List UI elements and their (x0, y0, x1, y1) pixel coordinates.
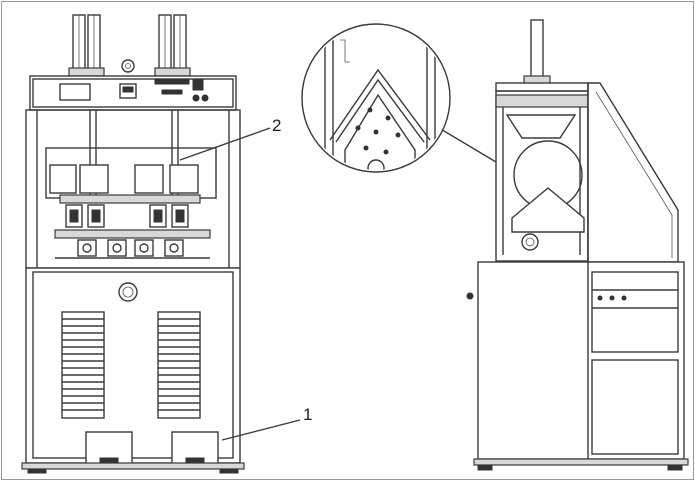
mold-units (49, 164, 211, 259)
cabinet-knob (118, 282, 138, 302)
vent-grille-left (61, 311, 105, 419)
foot-pedals (85, 431, 219, 465)
leader-line-2 (179, 127, 271, 161)
side-view (466, 19, 689, 471)
callout-label-2: 2 (272, 116, 281, 135)
front-view (21, 14, 245, 474)
top-cylinders (68, 14, 191, 77)
side-housing (587, 82, 679, 263)
control-panel (29, 75, 237, 111)
callout-1: 1 (221, 405, 312, 441)
front-base (21, 462, 245, 470)
vent-grille-right (157, 311, 201, 419)
detail-magnifier (301, 23, 497, 173)
side-base (473, 458, 689, 466)
callout-label-1: 1 (303, 405, 312, 424)
callout-2: 2 (179, 116, 281, 161)
leader-line-1 (221, 419, 301, 441)
magnifier-connector (433, 124, 497, 163)
